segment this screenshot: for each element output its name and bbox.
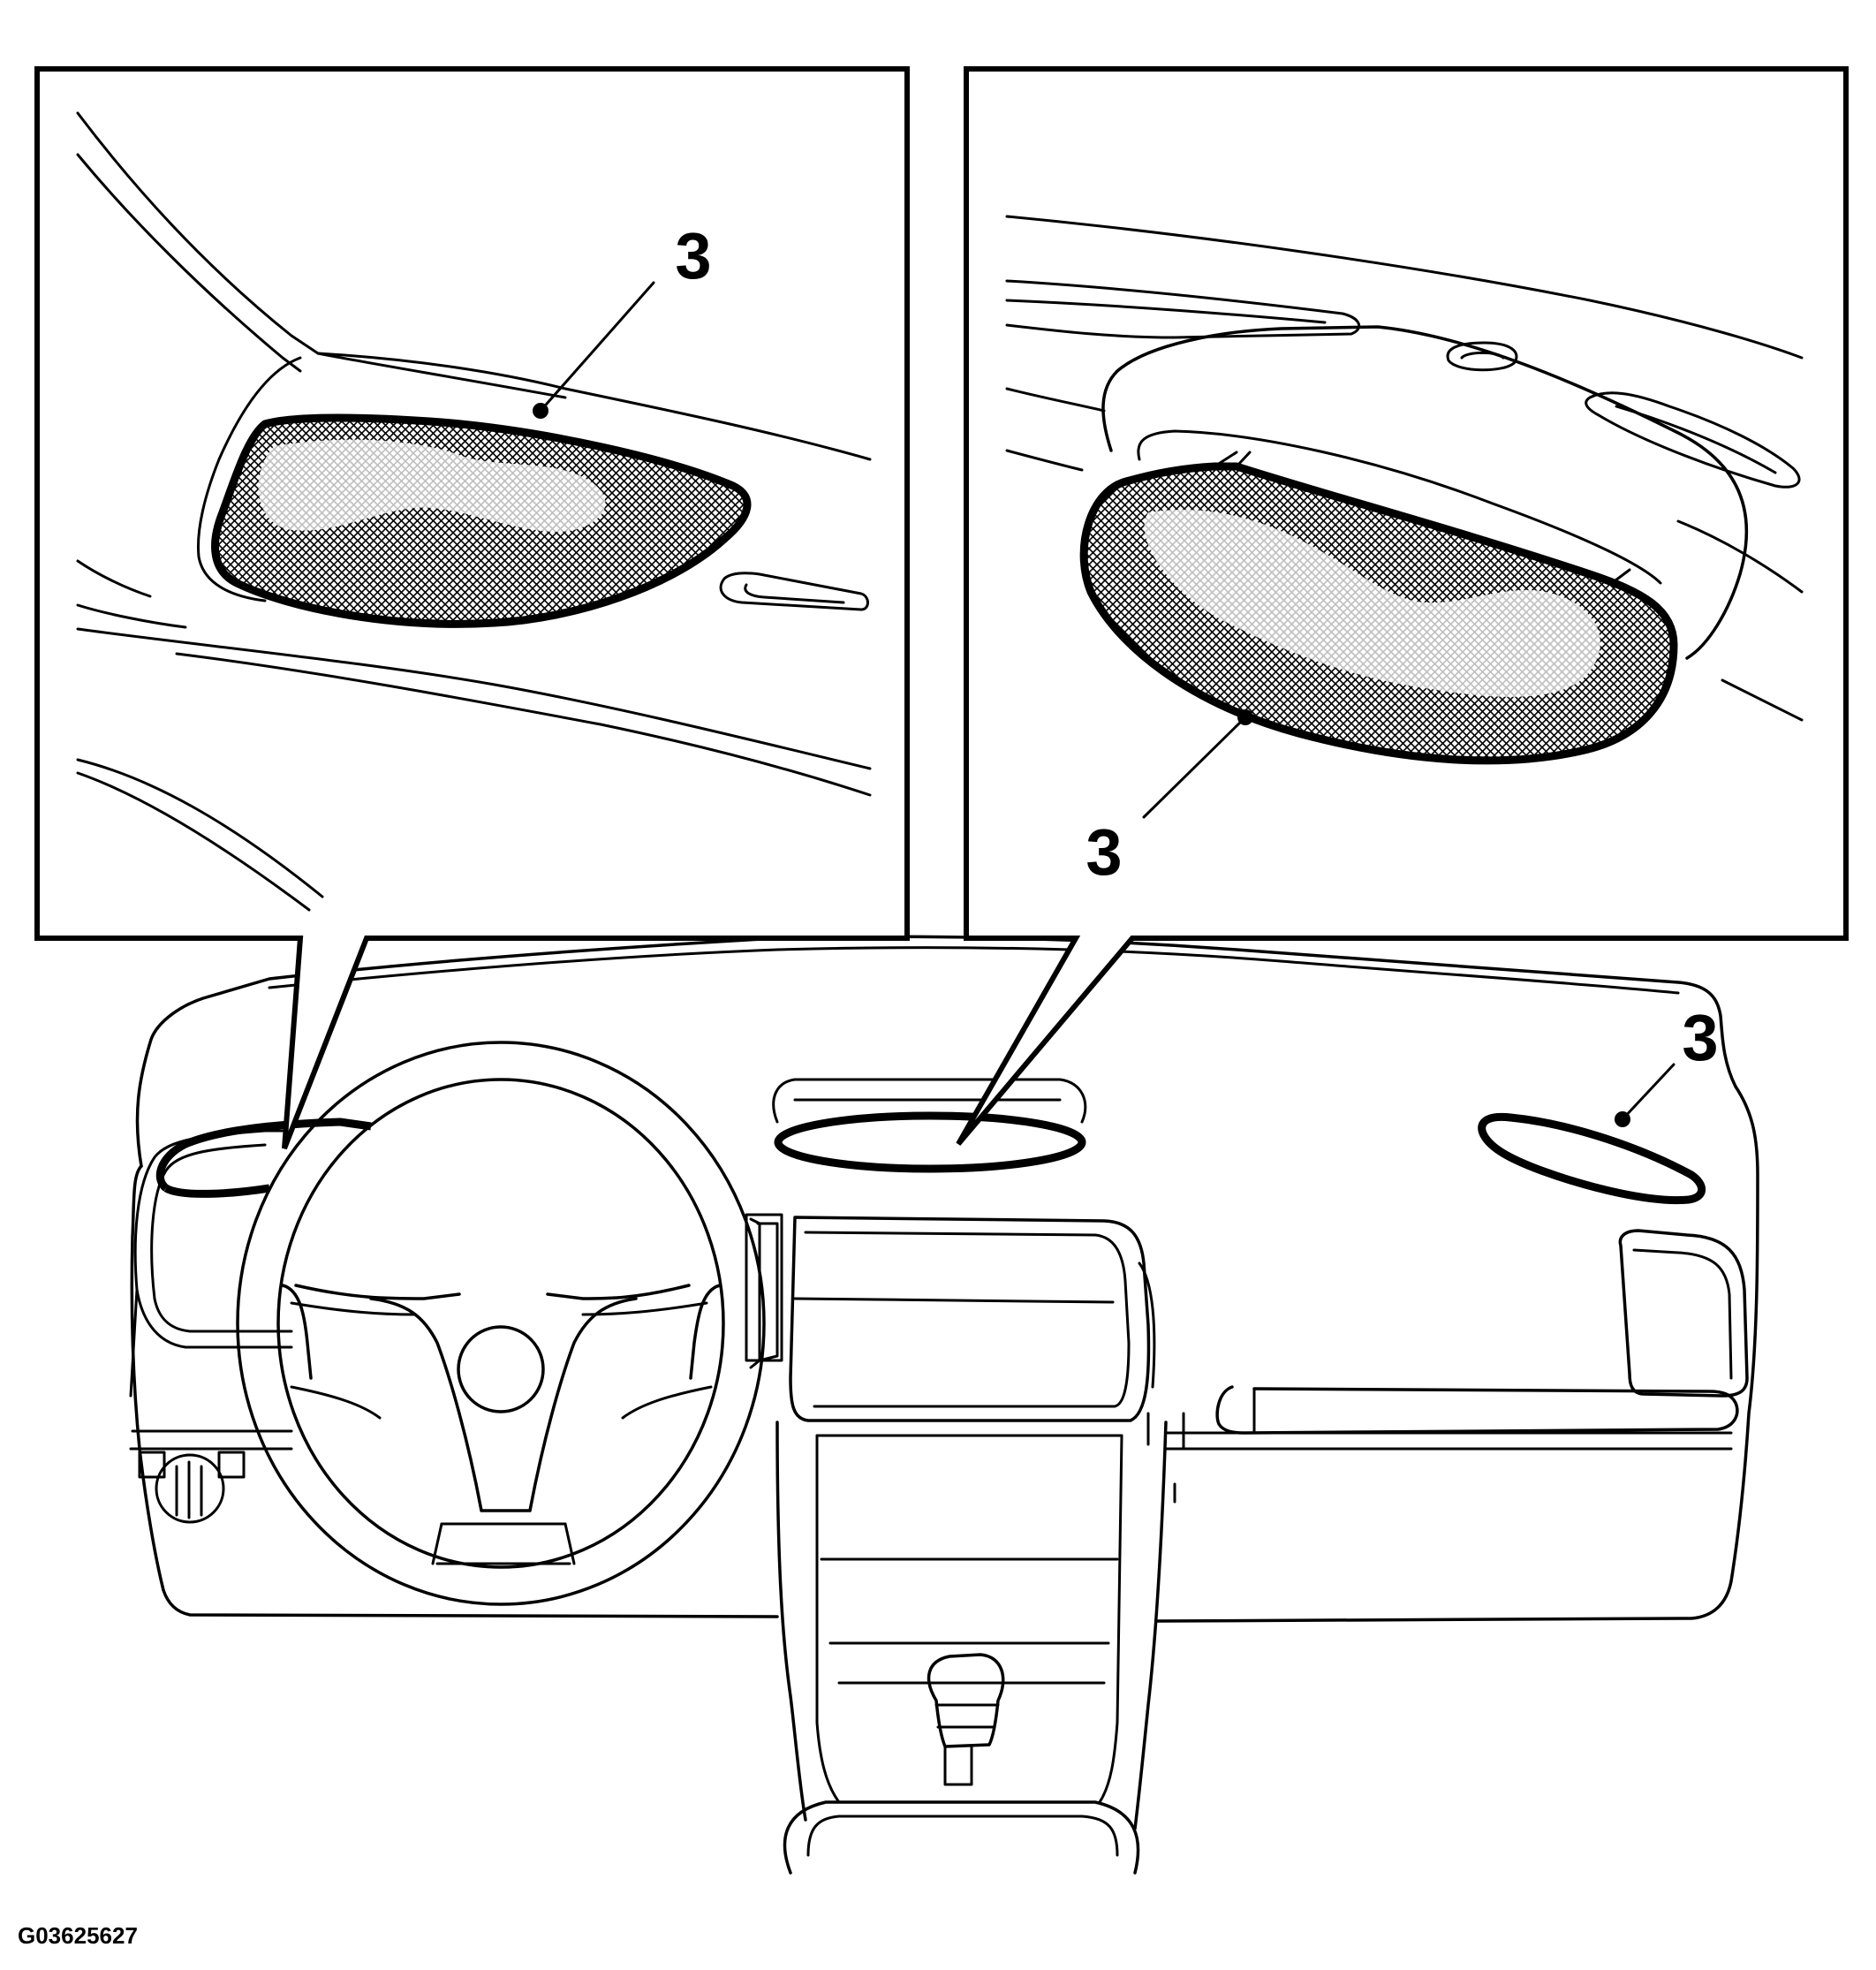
left-inset-callout: 3	[675, 219, 711, 292]
center-inset-speaker-grille	[1079, 462, 1678, 765]
center-inset-leader-dot	[1237, 709, 1253, 725]
right-air-vent	[1618, 1229, 1749, 1398]
left-speaker-grille	[155, 1118, 372, 1198]
left-inset-panel: 3	[34, 66, 910, 1150]
steering-wheel	[236, 1041, 766, 1606]
center-inset-callout: 3	[1086, 815, 1122, 889]
center-speaker-grille	[772, 1078, 1087, 1173]
center-stack	[745, 1213, 1185, 1830]
left-inset-speaker-grille	[211, 413, 752, 628]
right-speaker-leader-dot	[1615, 1111, 1630, 1127]
gear-shift-knob	[927, 1653, 1005, 1786]
center-inset-panel: 3	[956, 66, 1849, 1146]
right-speaker-callout: 3	[1682, 1001, 1718, 1074]
right-speaker-grille	[1478, 1112, 1706, 1205]
figure-id: G03625627	[18, 1922, 138, 1949]
headlight-switch-knob	[138, 1451, 246, 1524]
dashboard	[129, 935, 1759, 1875]
left-inset-leader-dot	[533, 403, 548, 419]
